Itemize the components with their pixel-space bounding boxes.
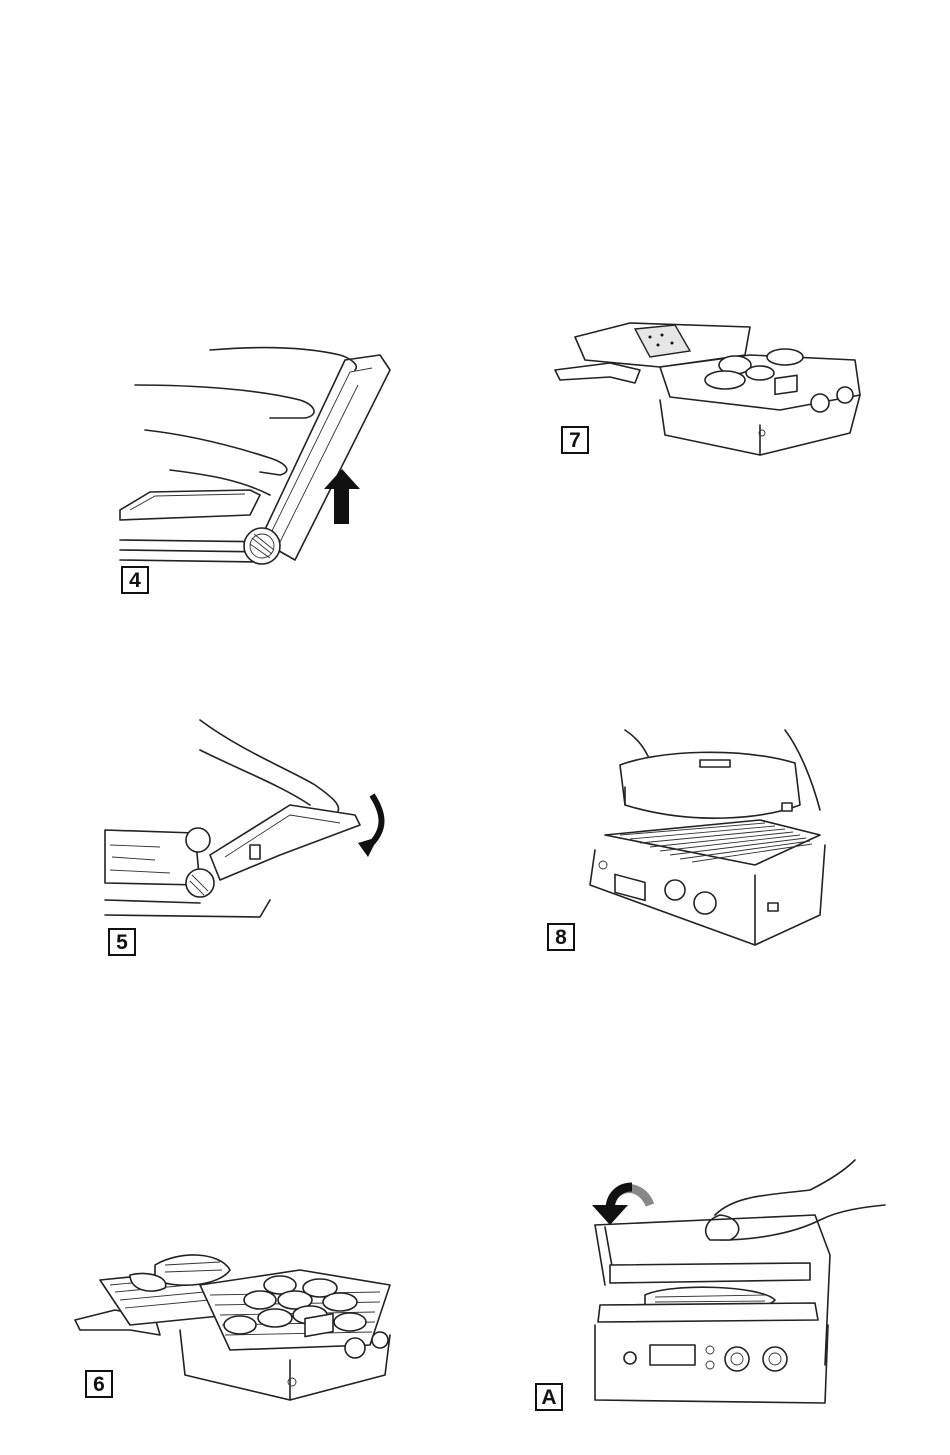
figure-5-lower-plate — [100, 715, 400, 930]
figure-4-drawing — [110, 330, 400, 600]
figure-8-drawing — [580, 725, 835, 955]
figure-4-label: 4 — [121, 566, 149, 594]
figure-6-grill-burgers — [70, 1240, 400, 1405]
figure-7-label: 7 — [561, 426, 589, 454]
figure-5-label: 5 — [108, 928, 136, 956]
figure-a-label: A — [535, 1383, 563, 1411]
figure-7-drawing — [550, 315, 870, 460]
figure-a-close-panini — [570, 1155, 890, 1420]
figure-8-contact-position — [580, 725, 835, 955]
figure-5-drawing — [100, 715, 400, 930]
figure-6-drawing — [70, 1240, 400, 1405]
figure-a-drawing — [570, 1155, 890, 1420]
figure-4-lift-top-plate — [110, 330, 400, 600]
figure-7-open-flat — [550, 315, 870, 460]
figure-6-label: 6 — [85, 1370, 113, 1398]
figure-8-label: 8 — [547, 923, 575, 951]
